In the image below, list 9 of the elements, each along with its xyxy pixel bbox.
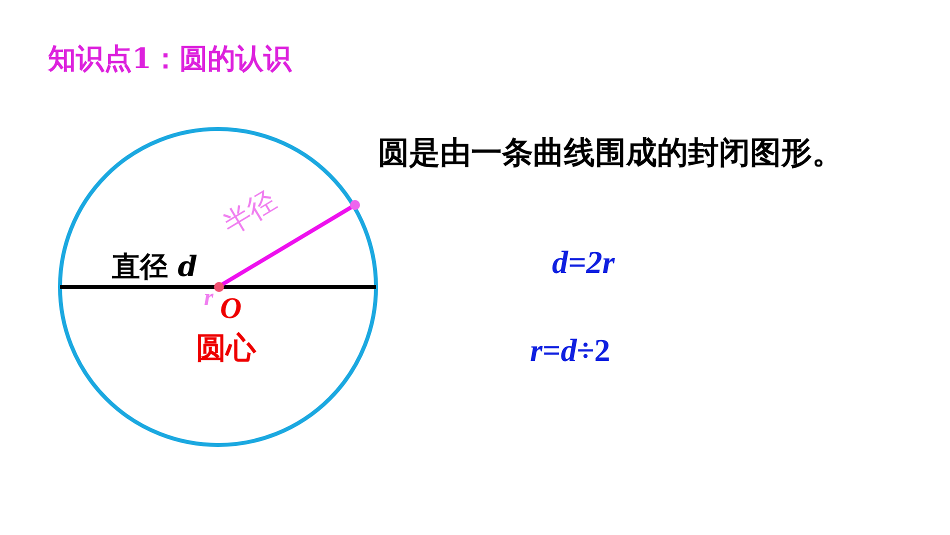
formula: d=2r — [552, 245, 615, 280]
center-label: O — [220, 292, 242, 325]
title: 知识点1：圆的认识 — [48, 44, 292, 75]
diameter-label: 直径 d — [112, 252, 198, 283]
center-name: 圆心 — [196, 332, 256, 365]
radius-label: 半径 — [218, 186, 282, 241]
radius-symbol: r — [204, 285, 214, 312]
formula: r=d÷2 — [530, 333, 610, 368]
statement: 圆是由一条曲线围成的封闭图形。 — [378, 136, 843, 170]
